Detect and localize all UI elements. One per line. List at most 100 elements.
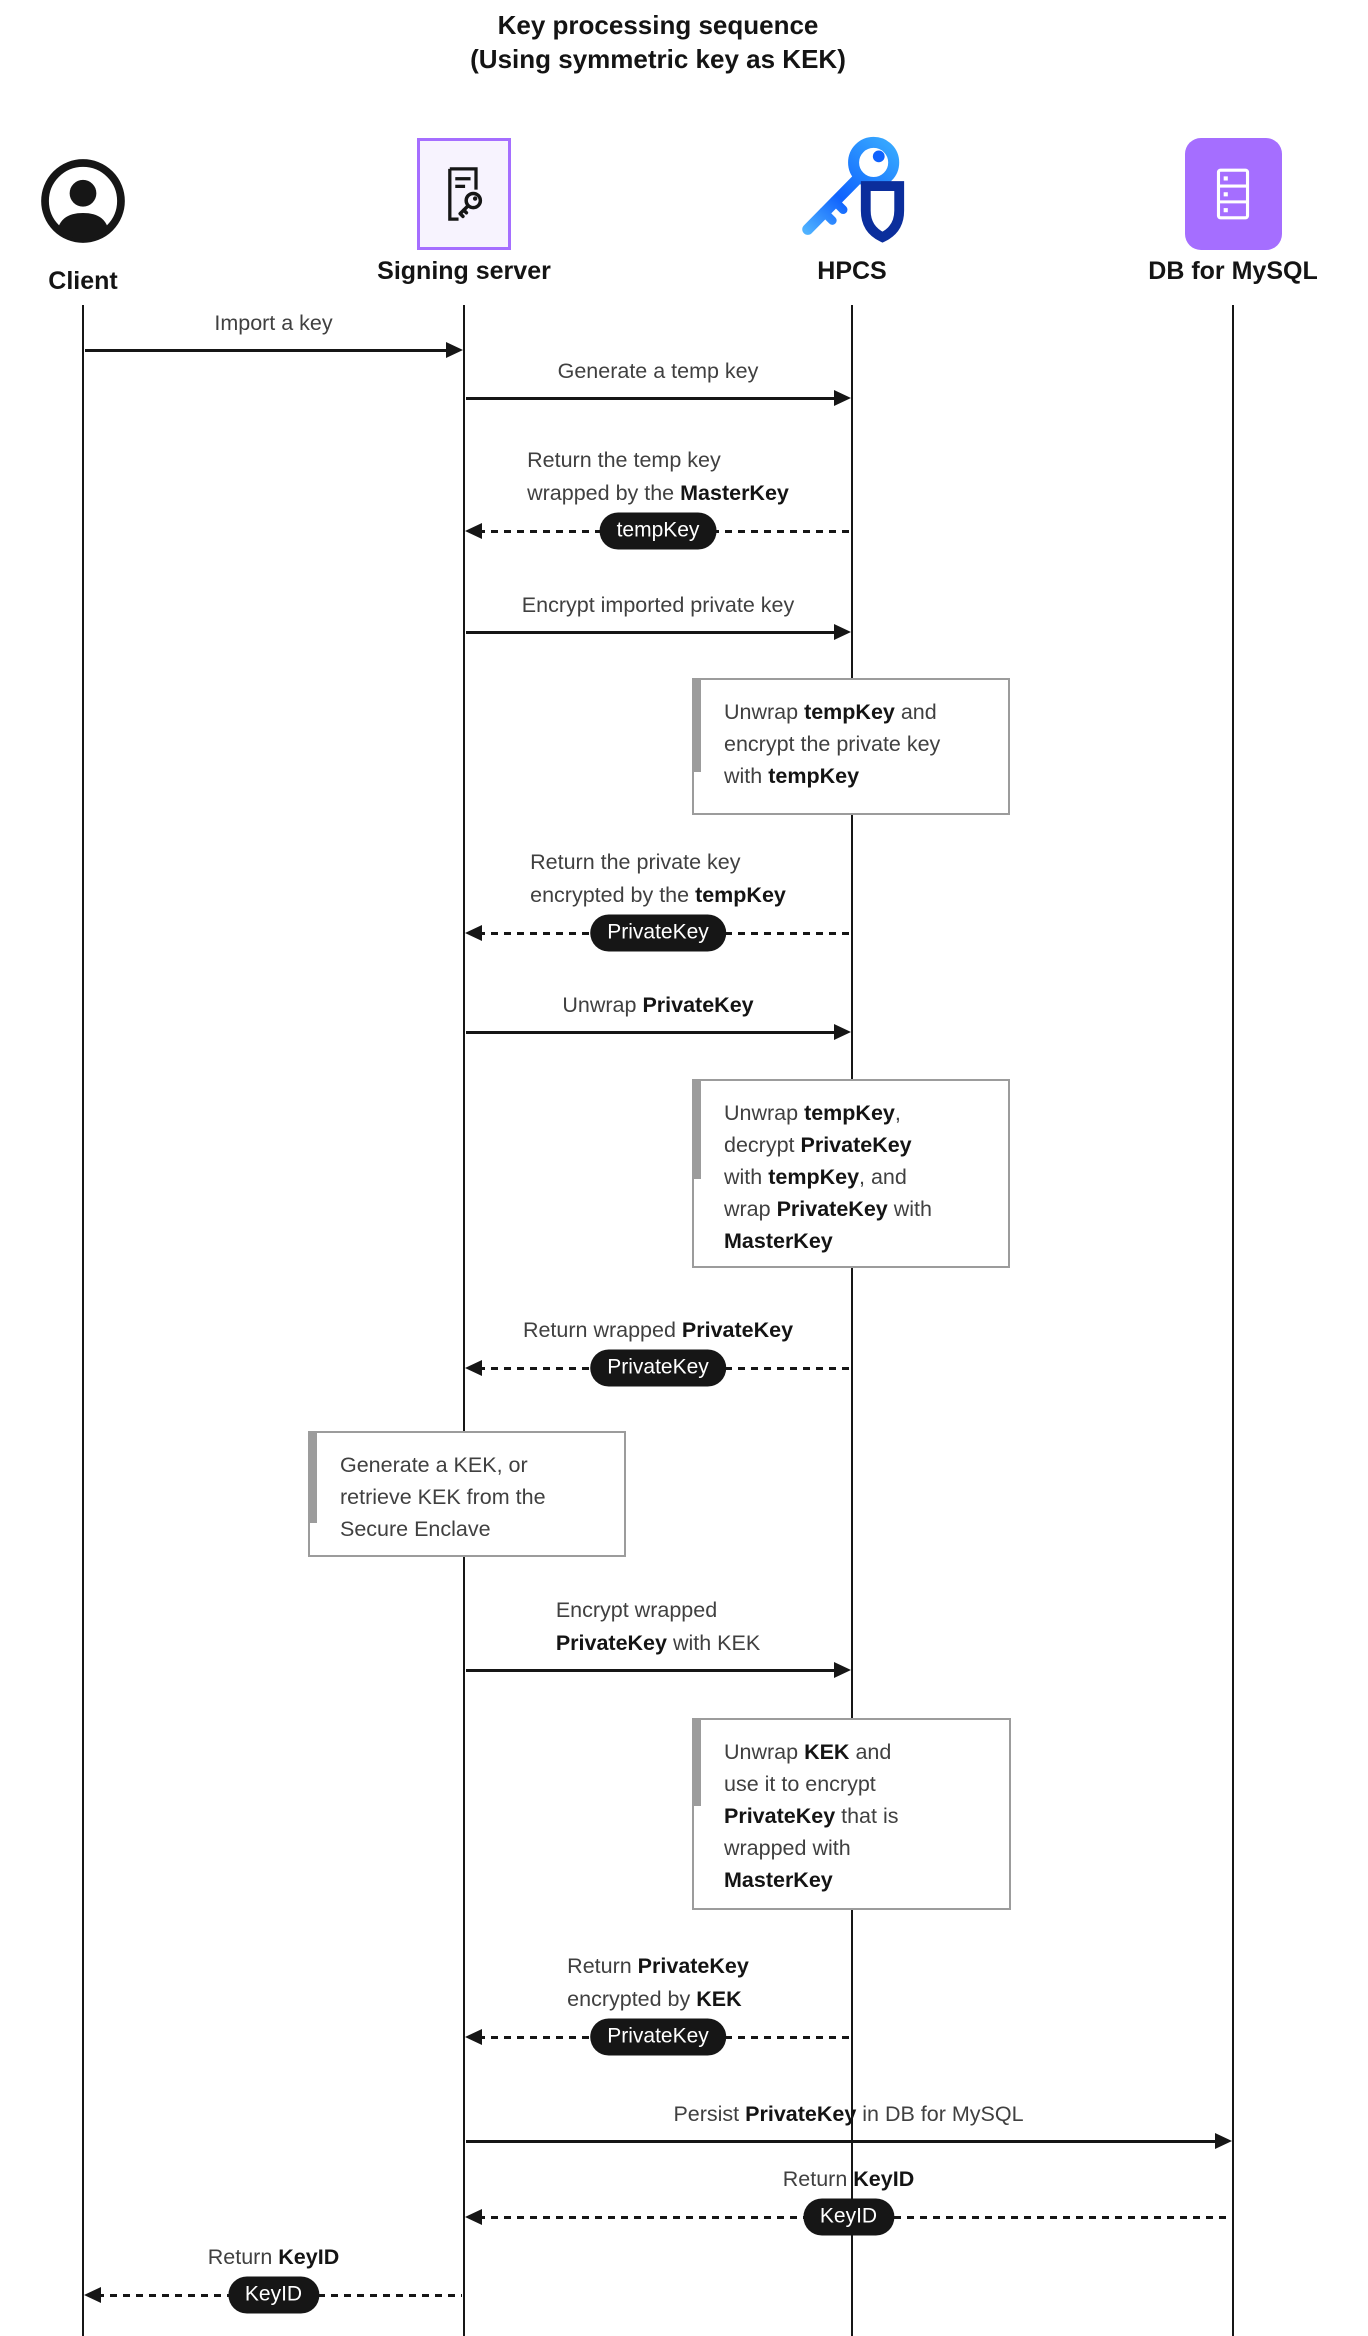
text-segment: Unwrap [724, 700, 805, 724]
arrowhead [465, 925, 482, 941]
text-line: PrivateKey with KEK [556, 1627, 760, 1660]
text-line: encrypt the private key [724, 728, 990, 760]
text-segment: Return [567, 1954, 638, 1978]
text-segment: Import a key [214, 311, 333, 335]
activation-bar [692, 678, 701, 772]
actor-label-db-for-mysql: DB for MySQL [1148, 257, 1318, 285]
message-label: Unwrap PrivateKey [562, 989, 753, 1022]
key-shield-icon [793, 132, 911, 250]
arrowhead [84, 2287, 101, 2303]
text-line: Secure Enclave [340, 1513, 606, 1545]
message-label: Generate a temp key [558, 355, 759, 388]
message-line [466, 2139, 1219, 2143]
text-segment: Encrypt imported private key [521, 593, 795, 617]
message-line [466, 1030, 838, 1034]
text-segment: Return [207, 2245, 279, 2269]
actor-hpcs: HPCS [722, 132, 982, 286]
text-segment: with [724, 1165, 769, 1189]
arrowhead [465, 2029, 482, 2045]
lifeline-db [1232, 305, 1234, 2336]
message-line [466, 630, 838, 634]
message-pill: KeyID [227, 2276, 320, 2314]
key-term: PrivateKey [745, 2102, 857, 2126]
message-line [85, 348, 450, 352]
text-segment: Generate a temp key [557, 359, 759, 383]
text-segment: Return the private key [530, 850, 741, 874]
actor-label-signing-server: Signing server [377, 257, 551, 285]
lifeline-hpcs [851, 305, 853, 2336]
message-line [466, 1668, 838, 1672]
actor-signing-server: Signing server [334, 132, 594, 286]
arrowhead [465, 523, 482, 539]
activation-bar [692, 1718, 701, 1806]
text-line: Encrypt imported private key [522, 589, 794, 622]
text-segment: Generate a KEK, or [340, 1453, 528, 1477]
text-line: Return the temp key [527, 444, 789, 477]
signing-document-key-icon [417, 132, 511, 250]
text-segment: Persist [673, 2102, 746, 2126]
text-line: PrivateKey that is [724, 1800, 991, 1832]
text-segment: with KEK [666, 1631, 761, 1655]
text-segment: Return [782, 2167, 854, 2191]
text-segment: Return the temp key [527, 448, 721, 472]
text-segment: and [894, 700, 937, 724]
text-segment: and [849, 1740, 892, 1764]
text-segment: Unwrap [562, 993, 643, 1017]
database-icon [1184, 132, 1282, 250]
key-term: MasterKey [724, 1229, 833, 1253]
actor-client: Client [0, 132, 213, 296]
note-text: Unwrap tempKey and encrypt the private ke… [694, 680, 1008, 792]
text-segment: wrapped with [724, 1836, 851, 1860]
text-line: Unwrap tempKey and [724, 696, 990, 728]
note-box: Unwrap tempKey and encrypt the private ke… [692, 678, 1010, 815]
actor-db-for-mysql: DB for MySQL [1103, 132, 1363, 286]
message-pill: PrivateKey [590, 2018, 726, 2056]
arrowhead [465, 2209, 482, 2225]
text-segment: with [724, 764, 769, 788]
text-line: wrapped by the MasterKey [527, 477, 789, 510]
diagram-title-line2: (Using symmetric key as KEK) [470, 44, 846, 74]
text-line: use it to encrypt [724, 1768, 991, 1800]
text-line: Generate a KEK, or [340, 1449, 606, 1481]
text-segment: encrypted by [567, 1987, 697, 2011]
arrowhead [1215, 2133, 1232, 2149]
text-line: Persist PrivateKey in DB for MySQL [673, 2098, 1023, 2131]
message-label: Return the temp key wrapped by the Master… [527, 444, 789, 510]
arrowhead [834, 624, 851, 640]
text-line: MasterKey [724, 1225, 990, 1257]
message-label: Encrypt imported private key [522, 589, 794, 622]
lifeline-signing [463, 305, 465, 2336]
message-pill: KeyID [802, 2198, 895, 2236]
key-term: KeyID [278, 2245, 340, 2269]
key-term: PrivateKey [555, 1631, 667, 1655]
text-line: retrieve KEK from the [340, 1481, 606, 1513]
text-line: with tempKey, and [724, 1161, 990, 1193]
text-segment: retrieve KEK from the [340, 1485, 546, 1509]
text-segment: Unwrap [724, 1101, 805, 1125]
text-line: Return the private key [530, 846, 786, 879]
text-line: Return wrapped PrivateKey [523, 1314, 793, 1347]
text-segment: wrapped by the [527, 481, 681, 505]
arrowhead [834, 390, 851, 406]
text-segment: , [894, 1101, 901, 1125]
text-line: Unwrap PrivateKey [562, 989, 753, 1022]
message-line [466, 396, 838, 400]
text-segment: use it to encrypt [724, 1772, 876, 1796]
message-pill: PrivateKey [590, 1349, 726, 1387]
arrowhead [834, 1024, 851, 1040]
text-line: Return KeyID [783, 2163, 914, 2196]
text-segment: encrypt the private key [724, 732, 941, 756]
text-segment: Encrypt wrapped [555, 1598, 718, 1622]
text-line: Unwrap KEK and [724, 1736, 991, 1768]
activation-bar [692, 1079, 701, 1179]
key-term: tempKey [695, 883, 786, 907]
text-line: with tempKey [724, 760, 990, 792]
